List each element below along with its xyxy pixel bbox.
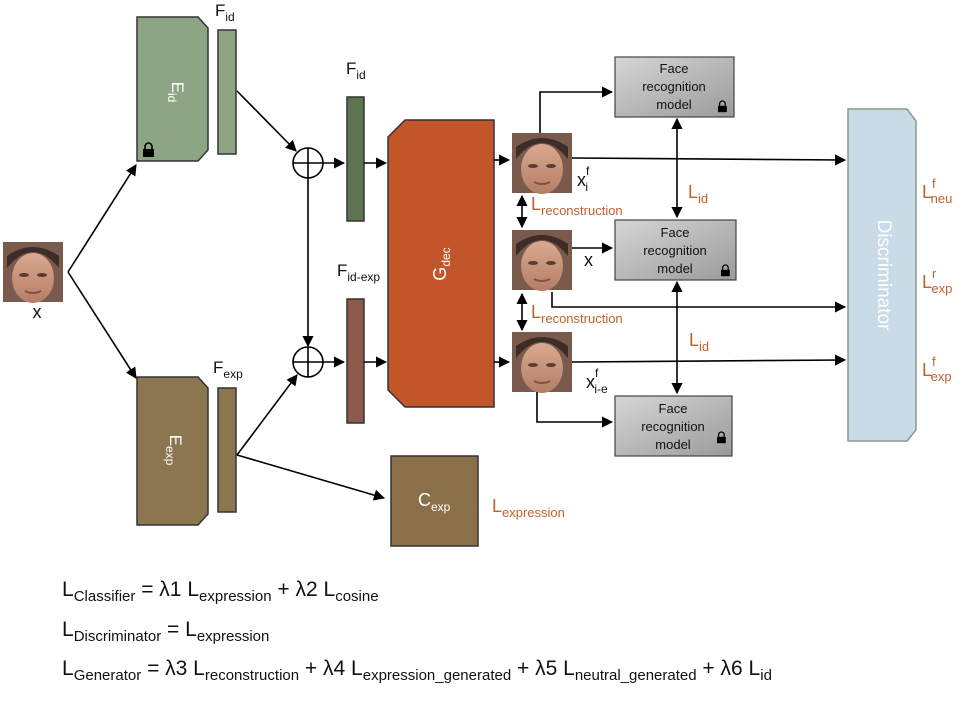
classifier-sub: exp xyxy=(431,500,451,514)
fused-feature-id-exp-label: Fid-exp xyxy=(337,261,380,284)
fused-feature-id-exp-bar xyxy=(346,298,365,424)
face-to-recognition-arrows xyxy=(536,86,614,428)
face-recognition-model-top: Face recognition model xyxy=(614,56,735,118)
face-recognition-model-bottom: Face recognition model xyxy=(614,395,733,457)
formula-discriminator: LDiscriminator = Lexpression xyxy=(62,618,270,645)
loss-reconstruction-2: Lreconstruction xyxy=(531,302,623,326)
encoder-exp-block: Eexp xyxy=(136,376,209,526)
fused-feature-id-label: Fid xyxy=(346,59,366,82)
sum-node-top xyxy=(292,147,324,179)
generator-sub: dec xyxy=(439,247,453,266)
feature-id-label: Fid xyxy=(215,1,235,24)
svg-text:Eexp: Eexp xyxy=(163,435,185,466)
svg-text:recognition: recognition xyxy=(642,79,706,94)
discriminator-label: Discriminator xyxy=(873,220,894,332)
feature-exp-label: Fexp xyxy=(213,358,243,381)
svg-text:Face: Face xyxy=(659,401,688,416)
face-recognition-model-mid: Face recognition model xyxy=(614,219,737,281)
formula-classifier: LClassifier = λ1 Lexpression + λ2 Lcosin… xyxy=(62,578,379,605)
generator-name: G xyxy=(430,267,450,281)
input-face-image xyxy=(2,241,64,304)
discriminator-input-arrows xyxy=(551,154,847,366)
encoder-exp-sub: exp xyxy=(163,446,177,466)
svg-text:recognition: recognition xyxy=(643,243,707,258)
classifier-block: Cexp xyxy=(390,455,479,547)
discriminator-block: Discriminator xyxy=(847,108,917,442)
encoder-id-sub: id xyxy=(165,93,179,102)
encoder-id-name: E xyxy=(168,82,187,93)
loss-reconstruction-1: Lreconstruction xyxy=(531,194,623,218)
classifier-name: C xyxy=(418,490,431,510)
svg-text:recognition: recognition xyxy=(641,419,705,434)
encoder-id-block: Eid xyxy=(136,16,209,162)
svg-text:model: model xyxy=(655,437,691,452)
formula-generator: LGenerator = λ3 Lreconstruction + λ4 Lex… xyxy=(62,657,772,684)
fused-feature-id-bar xyxy=(346,96,365,222)
encoder-exp-name: E xyxy=(166,435,185,446)
output-face-bottom-image xyxy=(511,331,573,394)
input-label: x xyxy=(33,302,42,322)
svg-text:Face: Face xyxy=(661,225,690,240)
output-face-top-image xyxy=(511,132,573,195)
input-arrows xyxy=(67,164,137,379)
output-face-mid-image xyxy=(511,229,573,292)
encoder-connections xyxy=(236,90,386,501)
svg-text:model: model xyxy=(657,261,693,276)
sum-node-bottom xyxy=(292,346,324,378)
loss-id-2: Lid xyxy=(689,330,709,354)
output-mid-label: x xyxy=(584,250,593,270)
svg-text:Face: Face xyxy=(660,61,689,76)
svg-text:model: model xyxy=(656,97,692,112)
svg-text:Cexp: Cexp xyxy=(418,490,451,514)
generator-block: Gdec xyxy=(387,119,495,408)
feature-exp-bar xyxy=(217,387,237,513)
generator-outputs xyxy=(494,154,511,368)
feature-id-bar xyxy=(217,29,237,155)
svg-text:Eid: Eid xyxy=(165,82,187,103)
fused-to-generator xyxy=(364,157,388,368)
svg-text:Gdec: Gdec xyxy=(430,247,453,280)
loss-id-1: Lid xyxy=(688,182,708,206)
loss-expression: Lexpression xyxy=(492,496,565,520)
